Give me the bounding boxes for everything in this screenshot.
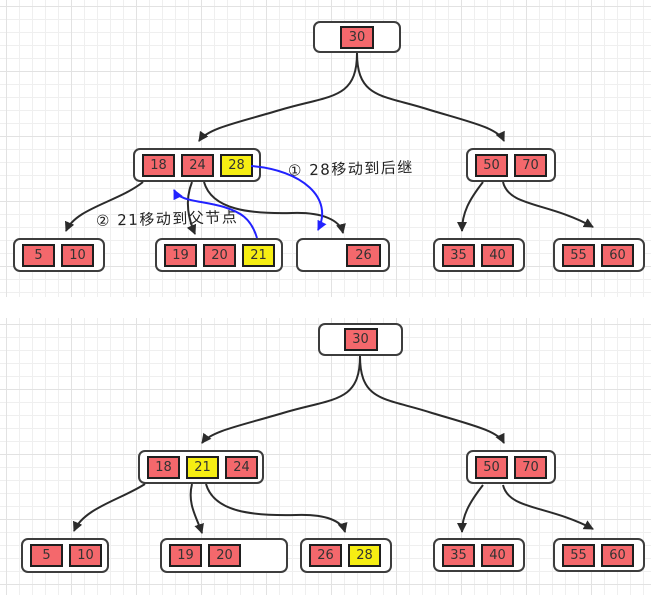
before-leaf-19-20-21: 19 20 21	[155, 238, 283, 272]
key-cell: 70	[514, 455, 547, 479]
after-leaf-19-20: 19 20	[160, 538, 288, 573]
after-left-internal-node: 18 21 24	[138, 450, 264, 484]
key-cell: 20	[208, 544, 241, 567]
key-cell-highlight: 28	[220, 153, 253, 177]
after-leaf-55-60: 55 60	[553, 538, 645, 572]
key-cell: 35	[442, 543, 475, 567]
before-left-internal-node: 18 24 28	[133, 148, 261, 182]
key-cell: 35	[442, 243, 475, 267]
key-cell: 5	[22, 243, 55, 267]
key-cell: 26	[309, 544, 342, 567]
key-cell: 40	[481, 543, 514, 567]
key-cell: 50	[475, 153, 508, 177]
before-leaf-55-60: 55 60	[553, 238, 645, 272]
before-right-internal-node: 50 70	[466, 148, 556, 182]
key-cell: 30	[343, 328, 378, 351]
after-leaf-26-28: 26 28	[300, 538, 392, 573]
key-cell: 60	[601, 543, 634, 567]
key-cell: 20	[203, 243, 236, 267]
key-cell: 30	[340, 25, 374, 49]
key-cell: 18	[147, 455, 180, 479]
key-cell-highlight: 21	[242, 243, 275, 267]
after-right-internal-node: 50 70	[466, 450, 556, 484]
key-cell-highlight: 28	[348, 544, 381, 567]
key-cell: 60	[601, 243, 634, 267]
key-cell: 40	[481, 243, 514, 267]
key-cell-highlight: 21	[186, 455, 219, 479]
key-cell: 10	[69, 544, 102, 567]
key-cell: 10	[61, 243, 94, 267]
key-cell: 55	[562, 543, 595, 567]
after-root-node: 30	[318, 323, 403, 356]
annotation-step1: ① 28移动到后继	[287, 158, 415, 180]
key-cell: 24	[225, 455, 258, 479]
key-cell: 26	[346, 243, 381, 267]
before-leaf-empty-26: 26	[296, 238, 390, 272]
key-cell: 19	[164, 243, 197, 267]
key-cell: 5	[30, 544, 63, 567]
after-leaf-5-10: 5 10	[21, 538, 109, 573]
key-cell: 55	[562, 243, 595, 267]
key-cell: 24	[181, 153, 214, 177]
key-cell: 70	[514, 153, 547, 177]
after-leaf-35-40: 35 40	[433, 538, 525, 572]
key-cell: 18	[142, 153, 175, 177]
before-leaf-5-10: 5 10	[13, 238, 105, 272]
key-cell: 19	[169, 544, 202, 567]
annotation-step2: ② 21移动到父节点	[95, 208, 239, 230]
empty-key-slot	[298, 244, 340, 267]
empty-key-slot	[247, 544, 289, 567]
before-leaf-35-40: 35 40	[433, 238, 525, 272]
key-cell: 50	[475, 455, 508, 479]
before-root-node: 30	[313, 21, 401, 53]
